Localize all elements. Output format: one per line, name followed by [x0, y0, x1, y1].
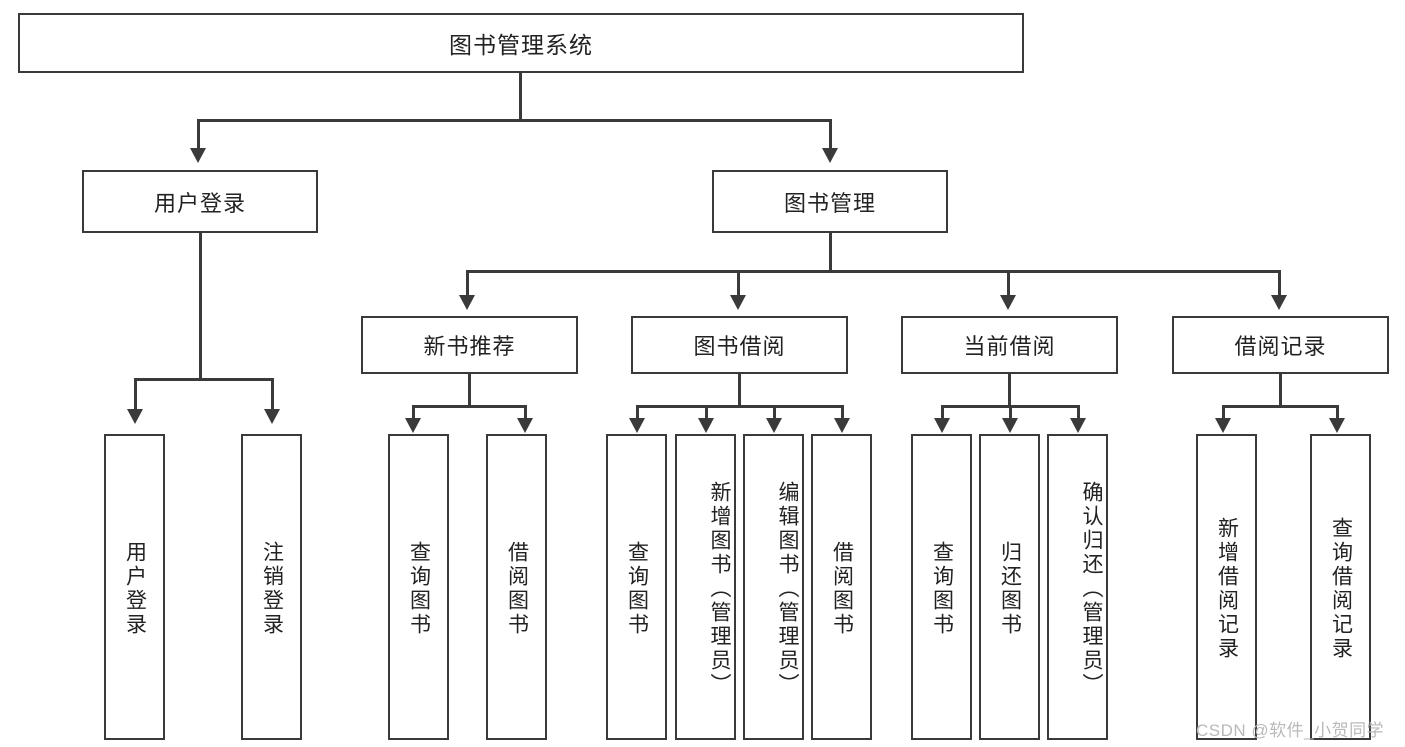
watermark-text: CSDN @软件_小贺同学 [1196, 721, 1385, 740]
arrow-book-manage-new-book [459, 295, 475, 310]
node-user-login[interactable]: 用户登录 [82, 170, 318, 233]
connector-book-manage-stem [829, 233, 832, 272]
node-new-book-recommend[interactable]: 新书推荐 [361, 316, 578, 374]
arrow-book-borrow-leaf-3 [766, 418, 782, 433]
connector-user-login-bus [134, 378, 272, 381]
node-current-borrow[interactable]: 当前借阅 [901, 316, 1118, 374]
arrow-book-manage-record [1271, 295, 1287, 310]
connector-book-borrow-bus [636, 405, 842, 408]
connector-current-borrow-to-leaf-1 [941, 405, 944, 422]
arrow-user-login-leaf-2 [264, 409, 280, 424]
connector-book-manage-to-record [1278, 270, 1281, 297]
arrow-book-borrow-leaf-1 [629, 418, 645, 433]
arrow-book-manage-current [1000, 295, 1016, 310]
leaf-user-login-logout[interactable]: 注销登录 [241, 434, 302, 740]
connector-root-stem [519, 73, 522, 120]
arrow-root-to-book-manage [822, 148, 838, 163]
leaf-borrow-record-add[interactable]: 新增借阅记录 [1196, 434, 1257, 740]
leaf-book-borrow-lend[interactable]: 借阅图书 [811, 434, 872, 740]
connector-book-manage-to-current [1007, 270, 1010, 297]
connector-current-borrow-stem [1008, 374, 1011, 407]
connector-user-login-to-leaf-2 [271, 378, 274, 411]
connector-current-borrow-to-leaf-2 [1009, 405, 1012, 422]
arrow-new-book-leaf-1 [405, 418, 421, 433]
connector-book-manage-to-borrow [737, 270, 740, 297]
leaf-new-book-borrow[interactable]: 借阅图书 [486, 434, 547, 740]
arrow-current-borrow-leaf-3 [1070, 418, 1086, 433]
connector-borrow-record-to-leaf-2 [1336, 405, 1339, 422]
leaf-book-borrow-edit[interactable]: 编辑图书（管理员） [743, 434, 804, 740]
arrow-root-to-user-login [190, 148, 206, 163]
connector-current-borrow-to-leaf-3 [1077, 405, 1080, 422]
connector-borrow-record-bus [1222, 405, 1337, 408]
leaf-book-borrow-query[interactable]: 查询图书 [606, 434, 667, 740]
connector-root-to-book-manage [829, 119, 832, 150]
connector-root-to-user-login [197, 119, 200, 150]
connector-root-bus [197, 119, 832, 122]
leaf-user-login-login[interactable]: 用户登录 [104, 434, 165, 740]
arrow-user-login-leaf-1 [127, 409, 143, 424]
leaf-current-borrow-confirm[interactable]: 确认归还（管理员） [1047, 434, 1108, 740]
connector-book-borrow-to-leaf-1 [636, 405, 639, 422]
arrow-new-book-leaf-2 [517, 418, 533, 433]
connector-new-book-to-leaf-1 [412, 405, 415, 422]
leaf-current-borrow-query[interactable]: 查询图书 [911, 434, 972, 740]
node-book-borrow[interactable]: 图书借阅 [631, 316, 848, 374]
connector-new-book-to-leaf-2 [524, 405, 527, 422]
leaf-current-borrow-return[interactable]: 归还图书 [979, 434, 1040, 740]
arrow-book-borrow-leaf-4 [834, 418, 850, 433]
connector-book-borrow-to-leaf-4 [841, 405, 844, 422]
arrow-current-borrow-leaf-2 [1002, 418, 1018, 433]
node-borrow-record[interactable]: 借阅记录 [1172, 316, 1389, 374]
connector-book-borrow-stem [738, 374, 741, 407]
connector-user-login-stem [199, 233, 202, 380]
connector-borrow-record-stem [1279, 374, 1282, 407]
connector-user-login-to-leaf-1 [134, 378, 137, 411]
connector-book-manage-bus [466, 270, 1280, 273]
node-book-manage[interactable]: 图书管理 [712, 170, 948, 233]
leaf-borrow-record-query[interactable]: 查询借阅记录 [1310, 434, 1371, 740]
connector-borrow-record-to-leaf-1 [1222, 405, 1225, 422]
arrow-borrow-record-leaf-1 [1215, 418, 1231, 433]
connector-book-manage-to-new-book [466, 270, 469, 297]
connector-book-borrow-to-leaf-2 [705, 405, 708, 422]
arrow-borrow-record-leaf-2 [1329, 418, 1345, 433]
connector-new-book-stem [468, 374, 471, 407]
leaf-new-book-query[interactable]: 查询图书 [388, 434, 449, 740]
arrow-current-borrow-leaf-1 [934, 418, 950, 433]
leaf-book-borrow-add[interactable]: 新增图书（管理员） [675, 434, 736, 740]
arrow-book-manage-borrow [730, 295, 746, 310]
connector-book-borrow-to-leaf-3 [773, 405, 776, 422]
node-root-system[interactable]: 图书管理系统 [18, 13, 1024, 73]
arrow-book-borrow-leaf-2 [698, 418, 714, 433]
connector-new-book-bus [412, 405, 525, 408]
